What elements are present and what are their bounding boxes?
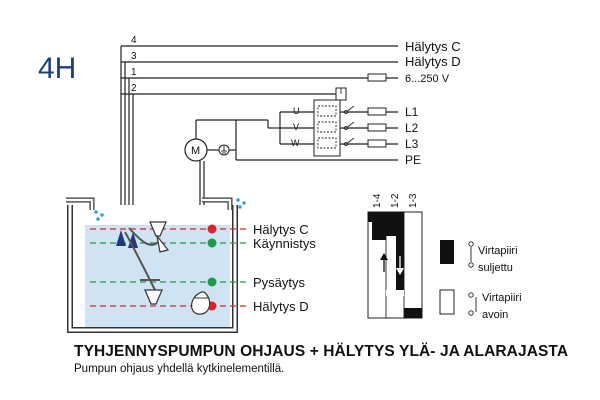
signal-wires — [120, 45, 398, 240]
wire-number-4: 4 — [131, 35, 137, 46]
legend-open-line2: avoin — [482, 309, 508, 321]
caption-title: TYHJENNYSPUMPUN OHJAUS + HÄLYTYS YLÄ- JA… — [74, 343, 569, 360]
output-l3: L3 — [405, 137, 419, 151]
fuse-l2 — [367, 123, 387, 132]
arrow-down-icon — [396, 256, 404, 275]
fuse-l3 — [367, 139, 387, 148]
output-voltage: 6...250 V — [405, 73, 450, 85]
level-label-start: Käynnistys — [253, 236, 316, 251]
caption-subtitle: Pumpun ohjaus yhdellä kytkinelementillä. — [74, 363, 285, 375]
level-float-switches — [116, 221, 170, 305]
wire-number-1: 1 — [131, 67, 137, 78]
motor-m-label: M — [191, 145, 200, 157]
level-dot-start — [207, 238, 217, 248]
output-alarm-d: Hälytys D — [405, 54, 461, 69]
figure-id: 4H — [38, 52, 76, 85]
legend-closed — [440, 240, 474, 268]
table-col-1-2: 1-2 — [390, 193, 401, 208]
tank — [66, 197, 238, 333]
wire-number-2: 2 — [131, 83, 137, 94]
table-col-1-4: 1-4 — [372, 193, 383, 208]
output-l1: L1 — [405, 105, 419, 119]
level-label-alarm-d: Hälytys D — [253, 299, 309, 314]
phase-w: W — [291, 138, 300, 148]
motor — [184, 119, 237, 292]
output-alarm-c: Hälytys C — [405, 39, 461, 54]
output-l2: L2 — [405, 121, 419, 135]
phase-u: U — [293, 106, 300, 116]
fuse-l1 — [367, 107, 387, 116]
wire-number-3: 3 — [131, 51, 137, 62]
arrow-up-icon — [380, 253, 388, 272]
level-dot-alarm-c — [207, 224, 217, 234]
output-pe: PE — [405, 153, 421, 167]
water-drop-icon — [94, 198, 246, 221]
legend-closed-line1: Virtapiiri — [478, 245, 518, 257]
fuse-voltage — [367, 73, 387, 82]
pump-float — [191, 291, 211, 315]
level-label-stop: Pysäytys — [253, 275, 306, 290]
contactor — [313, 87, 355, 157]
level-label-alarm-c: Hälytys C — [253, 222, 309, 237]
legend-open — [439, 289, 477, 316]
switch-state-table — [367, 211, 423, 319]
legend-open-line1: Virtapiiri — [482, 292, 522, 304]
phase-v: V — [293, 122, 299, 132]
legend-closed-line2: suljettu — [478, 262, 513, 274]
level-dot-stop — [207, 277, 217, 287]
table-col-1-3: 1-3 — [408, 193, 419, 208]
